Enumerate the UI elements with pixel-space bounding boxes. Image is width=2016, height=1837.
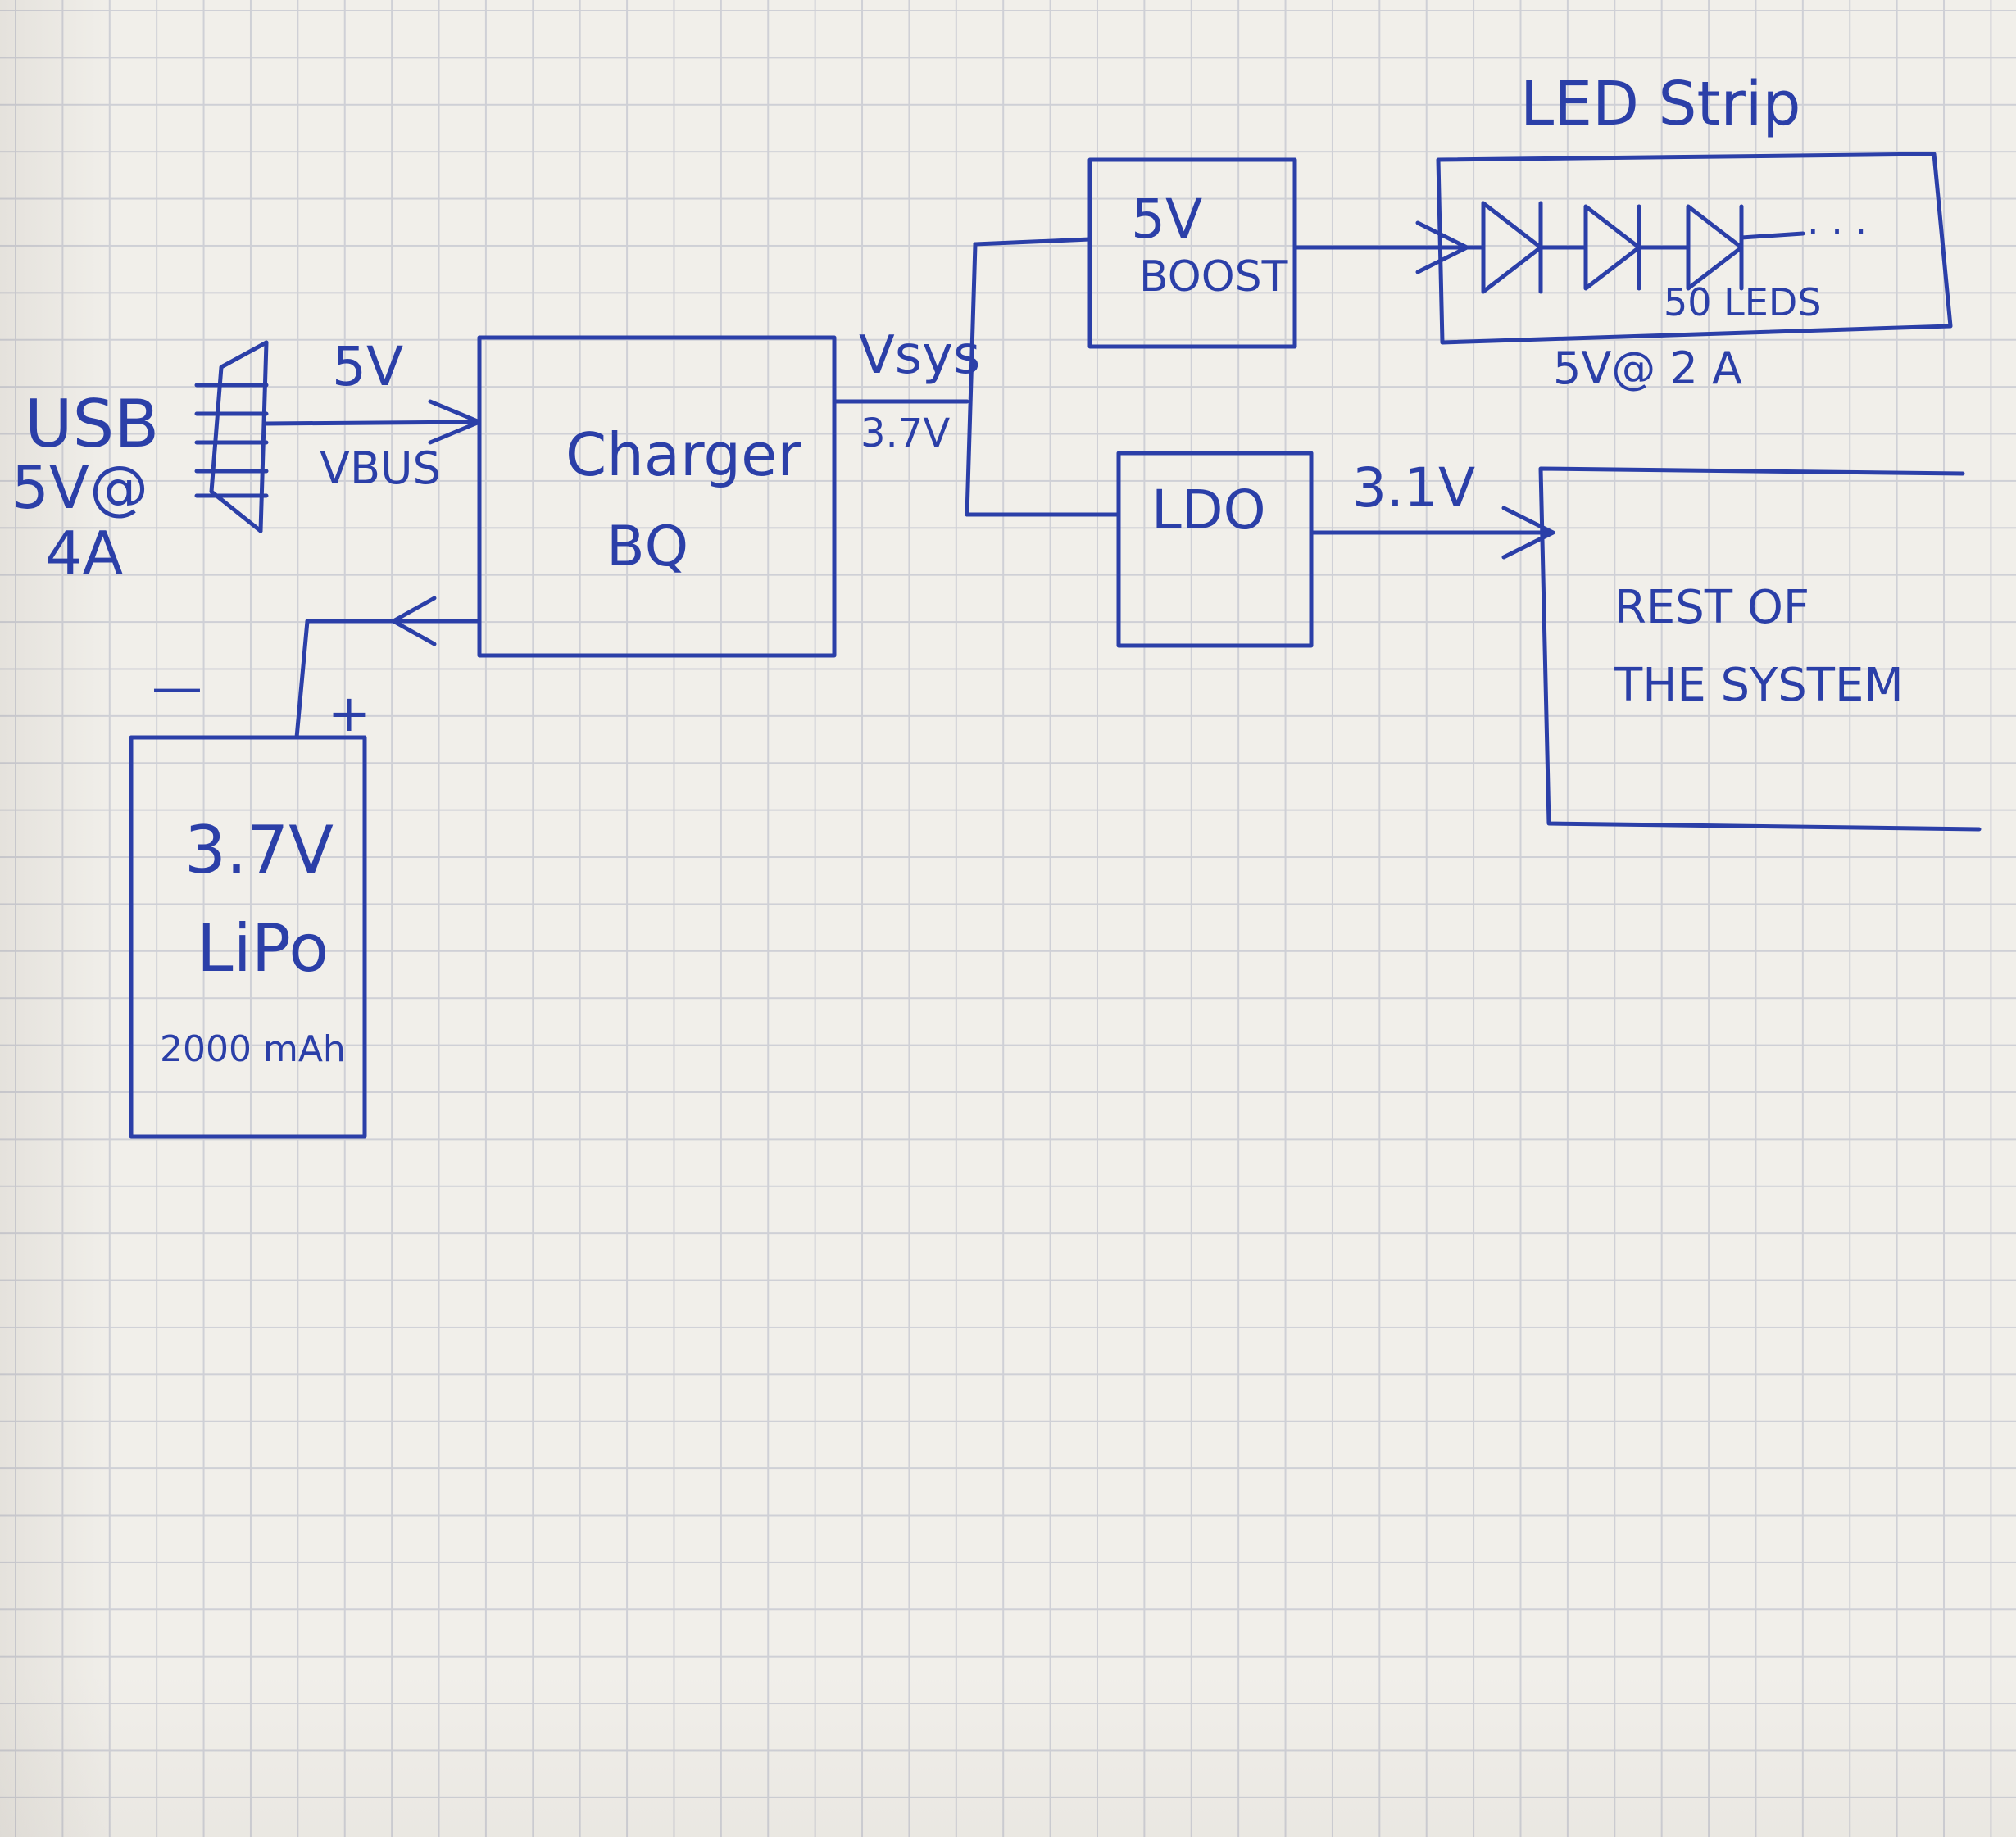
boost-label-line1: 5V [1131, 188, 1202, 251]
system-box [1538, 466, 1982, 832]
charger-label-line2: BQ [606, 515, 688, 579]
usb-connector-icon [194, 340, 269, 533]
wire-vbus-top-label: 5V [332, 335, 403, 398]
system-label-line1: REST OF [1614, 581, 1809, 634]
battery-minus: — [152, 657, 202, 717]
battery-capacity: 2000 mAh [160, 1028, 346, 1070]
system-label-line2: THE SYSTEM [1614, 659, 1904, 712]
wire-battery [294, 596, 482, 740]
wire-vsys-top-label: Vsys [859, 325, 980, 386]
ldo-box [1116, 451, 1314, 648]
battery-chemistry: LiPo [197, 910, 329, 987]
battery-box [129, 735, 367, 1139]
led-diode-icon [1464, 201, 1805, 294]
charger-label-line1: Charger [565, 420, 801, 489]
diagram-title: LED Strip [1520, 69, 1800, 139]
led-count: 50 LEDS [1664, 280, 1821, 324]
wire-ldo-out [1309, 506, 1555, 560]
wire-vsys [832, 237, 1121, 517]
wire-vsys-bottom-label: 3.7V [860, 410, 950, 456]
battery-voltage: 3.7V [184, 812, 334, 888]
battery-plus: + [328, 683, 370, 743]
charger-box [477, 335, 837, 658]
boost-box [1087, 157, 1297, 349]
led-dots: . . . [1807, 198, 1867, 243]
led-rating: 5V@ 2 A [1553, 342, 1742, 394]
boost-label-line2: BOOST [1139, 252, 1288, 302]
usb-rating-line2: 4A [45, 519, 123, 587]
ldo-label: LDO [1151, 479, 1266, 542]
wire-ldo-out-label: 3.1V [1352, 456, 1475, 519]
usb-label: USB [25, 386, 159, 462]
wire-vbus-bottom-label: VBUS [320, 442, 441, 494]
usb-rating-line1: 5V@ [11, 453, 148, 522]
led-strip-box [1436, 152, 1953, 345]
wire-vbus [264, 399, 482, 445]
